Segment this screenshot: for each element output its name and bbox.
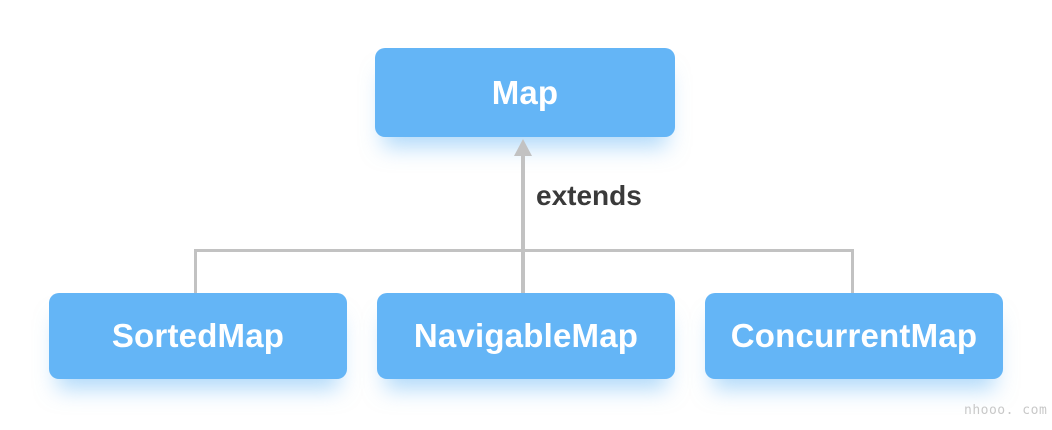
- node-navigablemap-label: NavigableMap: [413, 317, 639, 354]
- extends-arrow-line: [521, 155, 525, 293]
- extends-arrowhead-icon: [514, 139, 532, 156]
- connector-left-drop: [194, 249, 197, 293]
- node-sortedmap: SortedMap: [49, 293, 347, 379]
- edge-label-extends: extends: [536, 180, 642, 211]
- node-sortedmap-label: SortedMap: [111, 317, 285, 354]
- node-map-label: Map: [491, 73, 559, 111]
- node-concurrentmap-label: ConcurrentMap: [730, 317, 978, 354]
- connector-right-drop: [851, 249, 854, 293]
- node-map: Map: [375, 48, 675, 137]
- watermark: nhooo. com: [964, 403, 1048, 418]
- connector-horizontal: [194, 249, 854, 252]
- node-navigablemap: NavigableMap: [377, 293, 675, 379]
- node-concurrentmap: ConcurrentMap: [705, 293, 1003, 379]
